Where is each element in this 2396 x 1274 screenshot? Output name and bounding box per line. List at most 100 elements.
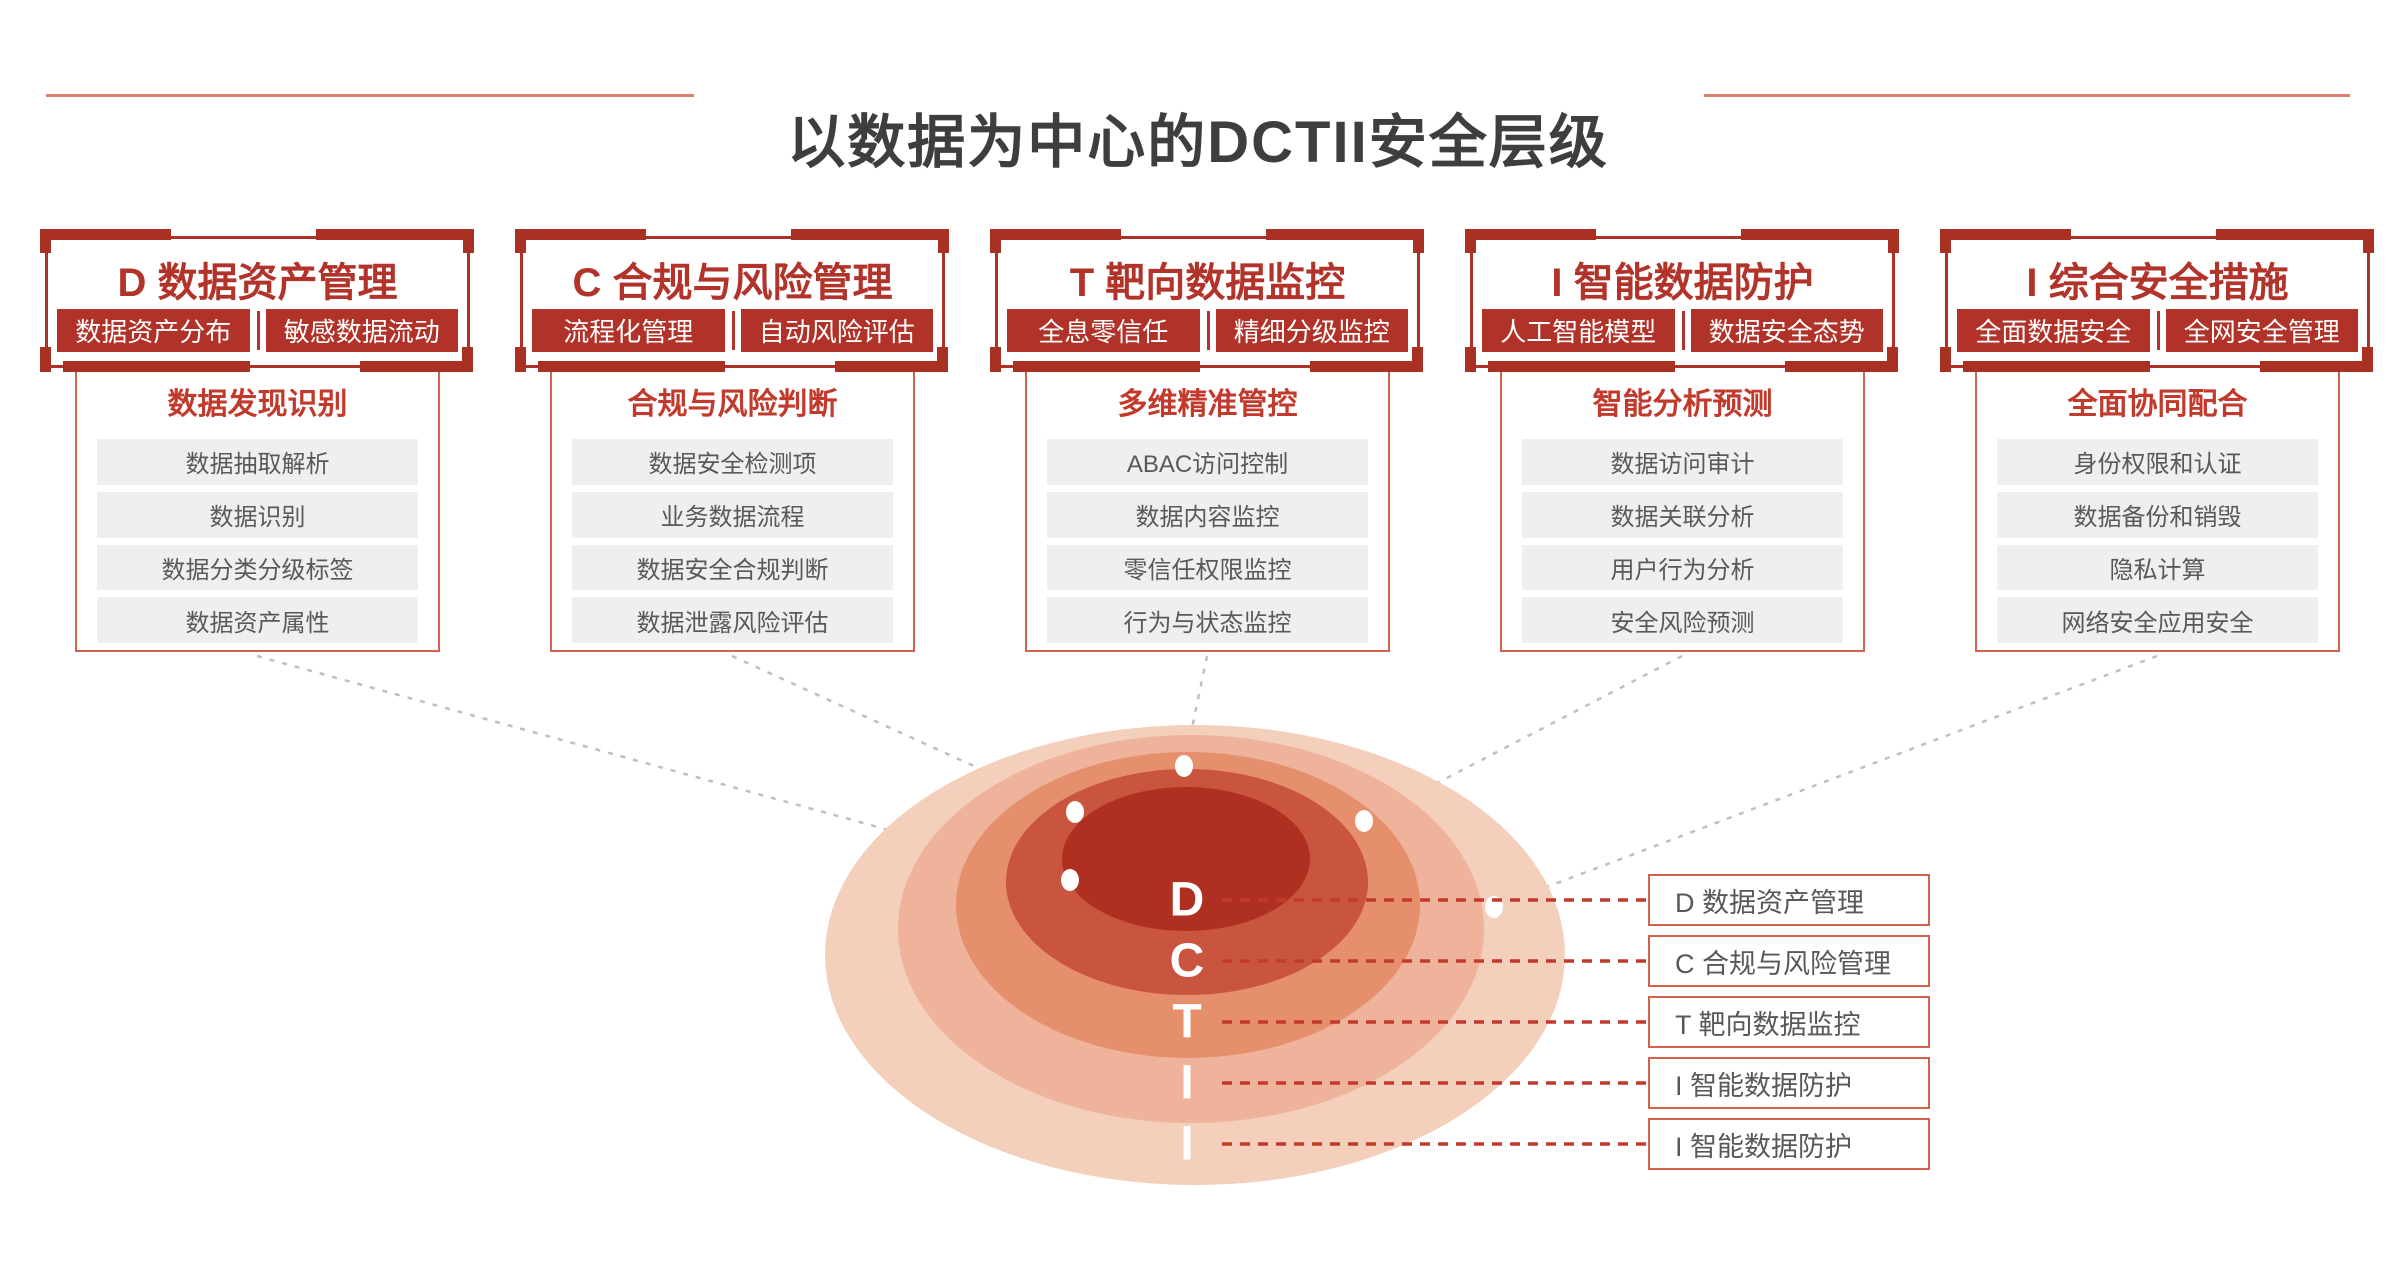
column-c: C 合规与风险管理 流程化管理 自动风险评估 合规与风险判断 数据安全检测项 业… — [515, 229, 949, 656]
ring-center-d — [1062, 787, 1310, 931]
frame-bracket — [1412, 347, 1423, 372]
panel-item: 数据抽取解析 — [97, 439, 418, 485]
badge-row: 人工智能模型 数据安全态势 — [1482, 309, 1883, 352]
badge-divider — [2156, 311, 2160, 350]
frame-bracket — [1940, 229, 2071, 240]
card-title: T 靶向数据监控 — [1069, 261, 1346, 305]
card-header-c: C 合规与风险管理 流程化管理 自动风险评估 — [515, 229, 949, 372]
badge-row: 流程化管理 自动风险评估 — [532, 309, 933, 352]
connector-line-i2 — [1493, 654, 2158, 909]
card-title: D 数据资产管理 — [117, 261, 398, 305]
frame-bracket — [1413, 229, 1424, 253]
card-panel: 合规与风险判断 数据安全检测项 业务数据流程 数据安全合规判断 数据泄露风险评估 — [550, 350, 915, 652]
anchor-dot-d — [1061, 869, 1079, 891]
badge: 精细分级监控 — [1215, 309, 1408, 352]
panel-item: 数据安全检测项 — [572, 439, 893, 485]
column-t: T 靶向数据监控 全息零信任 精细分级监控 多维精准管控 ABAC访问控制 数据… — [990, 229, 1424, 656]
frame-bracket — [360, 361, 473, 372]
panel-item: 数据关联分析 — [1522, 491, 1843, 538]
badge-row: 全面数据安全 全网安全管理 — [1957, 309, 2358, 352]
badge: 全面数据安全 — [1957, 309, 2150, 352]
frame-bracket — [515, 229, 526, 253]
badge-divider — [731, 311, 735, 350]
panel-item: 隐私计算 — [1997, 544, 2318, 591]
panel-item: 数据识别 — [97, 491, 418, 538]
frame-bracket — [63, 361, 250, 372]
panel-item: 行为与状态监控 — [1047, 597, 1368, 643]
page-title: 以数据为中心的DCTII安全层级 — [787, 109, 1609, 175]
panel-item: 业务数据流程 — [572, 491, 893, 538]
frame-bracket — [2363, 229, 2374, 253]
panel-item: 数据资产属性 — [97, 597, 418, 643]
panel-item: 数据备份和销毁 — [1997, 491, 2318, 538]
frame-bracket — [1741, 229, 1899, 240]
ring-letter-c: C — [1170, 935, 1205, 988]
frame-bracket — [1310, 361, 1423, 372]
frame-bracket — [1266, 229, 1424, 240]
frame-bracket — [40, 229, 51, 253]
frame-bracket — [990, 229, 1121, 240]
frame-bracket — [990, 229, 1001, 253]
frame-bracket — [2216, 229, 2374, 240]
panel-item: ABAC访问控制 — [1047, 439, 1368, 485]
panel-item: 身份权限和认证 — [1997, 439, 2318, 485]
panel-item: 安全风险预测 — [1522, 597, 1843, 643]
panel-item: 数据访问审计 — [1522, 439, 1843, 485]
anchor-dot-t — [1175, 755, 1193, 777]
frame-bracket — [2260, 361, 2373, 372]
frame-bracket — [1488, 361, 1675, 372]
frame-bracket — [1887, 347, 1898, 372]
card-header-t: T 靶向数据监控 全息零信任 精细分级监控 — [990, 229, 1424, 372]
badge-divider — [1681, 311, 1685, 350]
ring-label-i1: I 智能数据防护 — [1648, 1057, 1930, 1109]
badge: 流程化管理 — [532, 309, 725, 352]
anchor-dot-c — [1066, 801, 1084, 823]
badge-divider — [1206, 311, 1210, 350]
frame-bracket — [538, 361, 725, 372]
badge-row: 全息零信任 精细分级监控 — [1007, 309, 1408, 352]
ring-letter-t: T — [1172, 996, 1201, 1049]
panel-item: 数据分类分级标签 — [97, 544, 418, 591]
badge-row: 数据资产分布 敏感数据流动 — [57, 309, 458, 352]
badge: 全网安全管理 — [2165, 309, 2358, 352]
badge: 全息零信任 — [1007, 309, 1200, 352]
ring-label-d: D 数据资产管理 — [1648, 874, 1930, 926]
panel-item: 数据内容监控 — [1047, 491, 1368, 538]
ring-label-t: T 靶向数据监控 — [1648, 996, 1930, 1048]
card-panel: 智能分析预测 数据访问审计 数据关联分析 用户行为分析 安全风险预测 — [1500, 350, 1865, 652]
panel-subtitle: 智能分析预测 — [1592, 388, 1773, 421]
frame-bracket — [1013, 361, 1200, 372]
panel-item: 数据泄露风险评估 — [572, 597, 893, 643]
panel-subtitle: 多维精准管控 — [1117, 388, 1298, 421]
frame-bracket — [990, 347, 1001, 372]
badge: 人工智能模型 — [1482, 309, 1675, 352]
frame-bracket — [1940, 347, 1951, 372]
card-title: C 合规与风险管理 — [572, 261, 893, 305]
card-panel: 多维精准管控 ABAC访问控制 数据内容监控 零信任权限监控 行为与状态监控 — [1025, 350, 1390, 652]
frame-bracket — [1888, 229, 1899, 253]
frame-bracket — [1940, 229, 1951, 253]
frame-bracket — [1465, 229, 1476, 253]
ring-letter-i1: I — [1180, 1057, 1193, 1110]
panel-item: 零信任权限监控 — [1047, 544, 1368, 591]
panel-item: 数据安全合规判断 — [572, 544, 893, 591]
title-rule-left — [46, 94, 694, 97]
card-header-i2: I 综合安全措施 全面数据安全 全网安全管理 — [1940, 229, 2374, 372]
column-d: D 数据资产管理 数据资产分布 敏感数据流动 数据发现识别 数据抽取解析 数据识… — [40, 229, 474, 656]
ring-letter-d: D — [1170, 874, 1205, 927]
title-rule-right — [1704, 94, 2350, 97]
frame-bracket — [515, 347, 526, 372]
ring-label-c: C 合规与风险管理 — [1648, 935, 1930, 987]
frame-bracket — [791, 229, 949, 240]
badge: 敏感数据流动 — [265, 309, 458, 352]
panel-subtitle: 合规与风险判断 — [627, 388, 838, 421]
panel-item: 用户行为分析 — [1522, 544, 1843, 591]
panel-item: 网络安全应用安全 — [1997, 597, 2318, 643]
frame-bracket — [1963, 361, 2150, 372]
column-i2: I 综合安全措施 全面数据安全 全网安全管理 全面协同配合 身份权限和认证 数据… — [1940, 229, 2374, 656]
frame-bracket — [462, 347, 473, 372]
badge: 自动风险评估 — [740, 309, 933, 352]
frame-bracket — [2362, 347, 2373, 372]
